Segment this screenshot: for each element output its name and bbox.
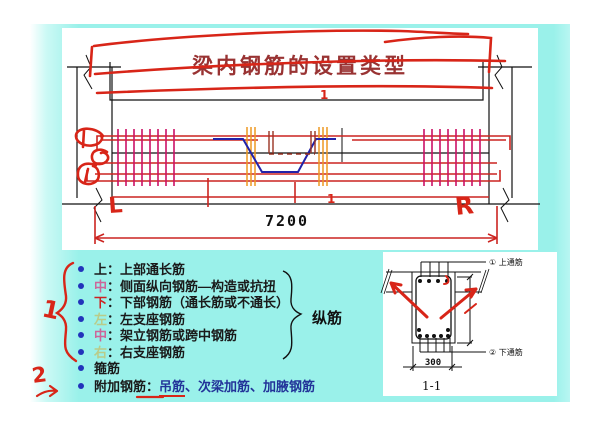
bullet-icon <box>78 332 84 338</box>
list-key: 右 <box>94 345 108 360</box>
list-text: 箍筋 <box>94 361 121 376</box>
list-key: 中 <box>94 279 108 294</box>
bullet-icon <box>78 383 84 389</box>
list-item: 右：右支座钢筋 <box>78 345 185 362</box>
list-key: 下 <box>94 295 108 310</box>
slide-title: 梁内钢筋的设置类型 <box>192 55 408 78</box>
bullet-icon <box>78 266 84 272</box>
list-text: ：下部钢筋（通长筋或不通长） <box>107 295 290 310</box>
list-item: 中：架立钢筋或跨中钢筋 <box>78 328 237 345</box>
list-item-additional-rebar: 附加钢筋：吊筋、次梁加筋、加腋钢筋 <box>78 379 316 397</box>
list-text: ：右支座钢筋 <box>107 345 186 360</box>
longitudinal-rebar-group-label: 纵筋 <box>312 310 343 327</box>
list-key: 中 <box>94 328 108 343</box>
cross-section-panel <box>383 252 557 396</box>
list-item: 下：下部钢筋（通长筋或不通长） <box>78 295 289 312</box>
list-text: ：上部通长筋 <box>107 262 186 277</box>
list-item: 中：侧面纵向钢筋—构造或抗扭 <box>78 279 276 296</box>
list-key: 上 <box>94 262 108 277</box>
list-text: ：侧面纵向钢筋—构造或抗扭 <box>107 279 277 294</box>
list-item: 箍筋 <box>78 361 120 378</box>
bullet-icon <box>78 349 84 355</box>
list-key: 左 <box>94 312 108 327</box>
bullet-icon <box>78 316 84 322</box>
bullet-icon <box>78 299 84 305</box>
bullet-icon <box>78 283 84 289</box>
list-text: 、次梁加筋、加腋钢筋 <box>185 379 316 394</box>
list-item: 上：上部通长筋 <box>78 262 185 279</box>
hanger-bar-term: 吊筋 <box>159 379 186 397</box>
bullet-icon <box>78 365 84 371</box>
list-text: ：左支座钢筋 <box>107 312 186 327</box>
list-label: 附加钢筋： <box>94 379 160 394</box>
list-text: ：架立钢筋或跨中钢筋 <box>107 328 238 343</box>
list-item: 左：左支座钢筋 <box>78 312 185 329</box>
